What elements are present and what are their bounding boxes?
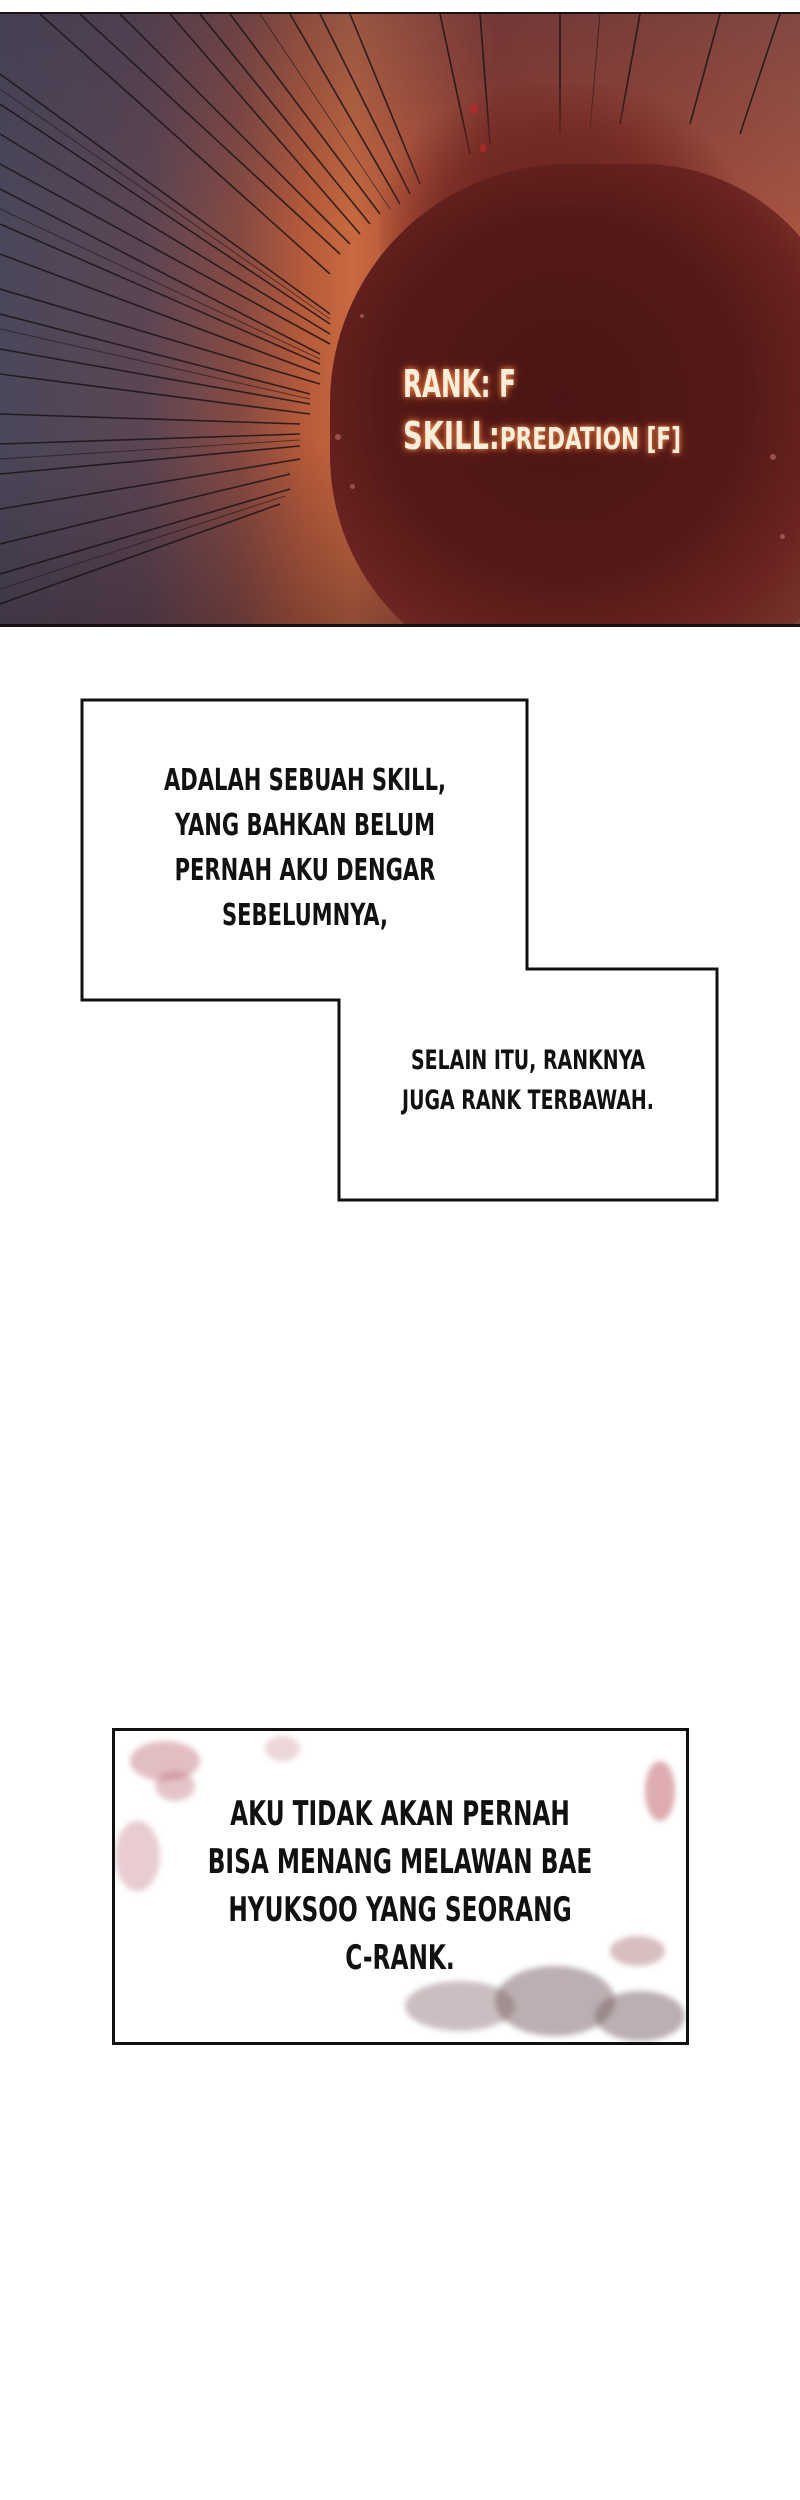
- splatter-speck: [470, 104, 478, 114]
- blood-splatter: [595, 1991, 685, 2041]
- splatter-speck: [360, 314, 364, 318]
- speed-lines: [0, 14, 781, 605]
- system-rank-text: RANK: F: [403, 362, 516, 406]
- system-skill-text: SKILL:PREDATION [F]: [403, 414, 681, 458]
- narration-box-3-text: AKU TIDAK AKAN PERNAH BISA MENANG MELAWA…: [181, 1790, 619, 1982]
- narration-line: C-RANK.: [345, 1938, 455, 1978]
- narration-box-3: [112, 1728, 689, 2045]
- blood-splatter: [155, 1771, 195, 1801]
- narration-line: AKU TIDAK AKAN PERNAH: [230, 1794, 570, 1834]
- splatter-speck: [335, 434, 341, 440]
- narration-line: BISA MENANG MELAWAN BAE: [207, 1842, 593, 1882]
- blood-splatter: [115, 1821, 160, 1891]
- splatter-speck: [770, 454, 776, 460]
- narration-line: SEBELUMNYA,: [222, 898, 388, 933]
- narration-line: YANG BAHKAN BELUM: [174, 808, 436, 843]
- narration-line: HYUKSOO YANG SEORANG: [228, 1890, 572, 1930]
- narration-line: PERNAH AKU DENGAR: [174, 853, 436, 888]
- narration-line: SELAIN ITU, RANKNYA: [411, 1045, 645, 1076]
- narration-line: ADALAH SEBUAH SKILL,: [163, 763, 447, 798]
- blood-splatter: [610, 1936, 665, 1966]
- blood-splatter: [645, 1761, 675, 1821]
- skill-label: SKILL:: [403, 414, 500, 458]
- narration-box-1: ADALAH SEBUAH SKILL, YANG BAHKAN BELUM P…: [131, 758, 479, 938]
- blood-splatter: [495, 1966, 615, 2036]
- splatter-speck: [780, 534, 785, 539]
- blood-splatter: [265, 1736, 300, 1761]
- narration-line: JUGA RANK TERBAWAH.: [402, 1085, 654, 1116]
- splatter-speck: [480, 144, 486, 152]
- splatter-speck: [350, 484, 355, 489]
- skill-value: PREDATION [F]: [499, 422, 682, 457]
- monster-silhouette: [330, 164, 800, 624]
- narration-box-2: SELAIN ITU, RANKNYA JUGA RANK TERBAWAH.: [381, 1041, 676, 1121]
- comic-panel-system-reveal: RANK: F SKILL:PREDATION [F]: [0, 12, 800, 627]
- blood-splatter: [130, 1741, 200, 1781]
